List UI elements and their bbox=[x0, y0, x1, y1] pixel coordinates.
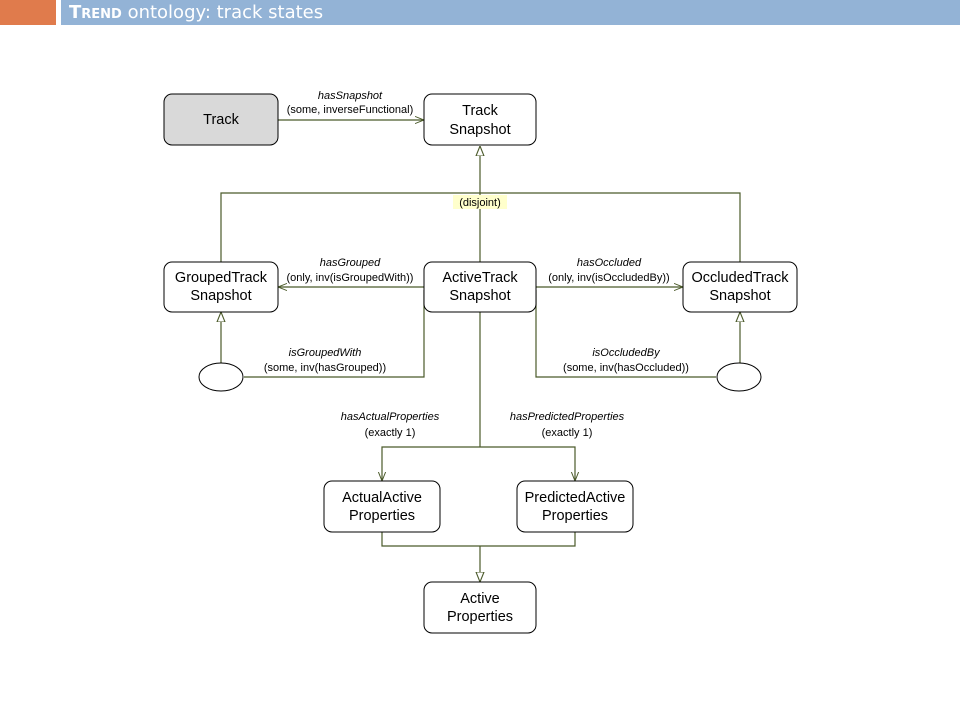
edge-is-grouped-with-restriction: (some, inv(hasGrouped)) bbox=[264, 362, 386, 374]
edge-is-grouped-with-name: isGroupedWith bbox=[289, 347, 362, 359]
occluded-restriction-ellipse bbox=[716, 362, 762, 392]
edge-is-occluded-by-restriction: (some, inv(hasOccluded)) bbox=[563, 362, 689, 374]
node-predicted-active-properties bbox=[516, 480, 634, 533]
node-active-props-label-2: Properties bbox=[447, 609, 513, 625]
edge-has-occluded-restriction: (only, inv(isOccludedBy)) bbox=[548, 272, 669, 284]
node-active-properties bbox=[423, 581, 537, 634]
edge-subclass-actual bbox=[381, 532, 480, 547]
edge-is-occluded-by-name: isOccludedBy bbox=[592, 347, 661, 359]
node-active-track-snapshot bbox=[423, 261, 537, 313]
edge-is-grouped-with bbox=[244, 290, 425, 378]
slide-title: Trend ontology: track states bbox=[69, 0, 323, 25]
node-predicted-label-2: Properties bbox=[542, 508, 608, 524]
disjoint-label: (disjoint) bbox=[459, 197, 501, 209]
edge-has-snapshot-name: hasSnapshot bbox=[318, 90, 383, 102]
grouped-restriction-ellipse bbox=[198, 362, 244, 392]
edge-subclass-occluded bbox=[480, 192, 741, 262]
slide-title-rest: ontology: track states bbox=[121, 2, 324, 23]
node-actual-active-properties bbox=[323, 480, 441, 533]
header-title-bar bbox=[61, 0, 960, 25]
node-predicted-label-1: PredictedActive bbox=[525, 490, 626, 506]
header-accent-block bbox=[0, 0, 56, 25]
node-active-label-2: Snapshot bbox=[449, 288, 510, 304]
edge-has-predicted bbox=[480, 446, 575, 481]
edge-has-predicted-restriction: (exactly 1) bbox=[542, 427, 593, 439]
edge-subclass-grouped bbox=[220, 192, 480, 262]
edge-has-snapshot-restriction: (some, inverseFunctional) bbox=[287, 104, 414, 116]
edge-has-predicted-name: hasPredictedProperties bbox=[510, 411, 625, 423]
edge-has-actual bbox=[382, 446, 480, 481]
node-actual-label-2: Properties bbox=[349, 508, 415, 524]
node-track-snapshot-label-1: Track bbox=[462, 103, 498, 119]
edge-has-occluded-name: hasOccluded bbox=[577, 257, 642, 269]
node-occluded-track-snapshot bbox=[682, 261, 798, 313]
node-actual-label-1: ActualActive bbox=[342, 490, 422, 506]
node-grouped-label-1: GroupedTrack bbox=[175, 270, 268, 286]
node-track-snapshot bbox=[423, 93, 537, 146]
edge-subclass-predicted bbox=[480, 532, 576, 547]
node-grouped-track-snapshot bbox=[163, 261, 279, 313]
edge-is-occluded-by bbox=[535, 290, 716, 378]
node-occluded-label-2: Snapshot bbox=[709, 288, 770, 304]
slide-title-trend: Trend bbox=[69, 2, 122, 23]
edge-has-actual-name: hasActualProperties bbox=[341, 411, 440, 423]
node-active-label-1: ActiveTrack bbox=[442, 270, 518, 286]
node-track bbox=[163, 93, 279, 146]
edge-has-grouped-name: hasGrouped bbox=[320, 257, 381, 269]
node-grouped-label-2: Snapshot bbox=[190, 288, 251, 304]
node-active-props-label-1: Active bbox=[460, 591, 500, 607]
node-track-label: Track bbox=[203, 112, 239, 128]
node-track-snapshot-label-2: Snapshot bbox=[449, 122, 510, 138]
edge-has-grouped-restriction: (only, inv(isGroupedWith)) bbox=[287, 272, 414, 284]
edge-has-actual-restriction: (exactly 1) bbox=[365, 427, 416, 439]
disjoint-highlight bbox=[453, 195, 507, 209]
node-occluded-label-1: OccludedTrack bbox=[692, 270, 790, 286]
